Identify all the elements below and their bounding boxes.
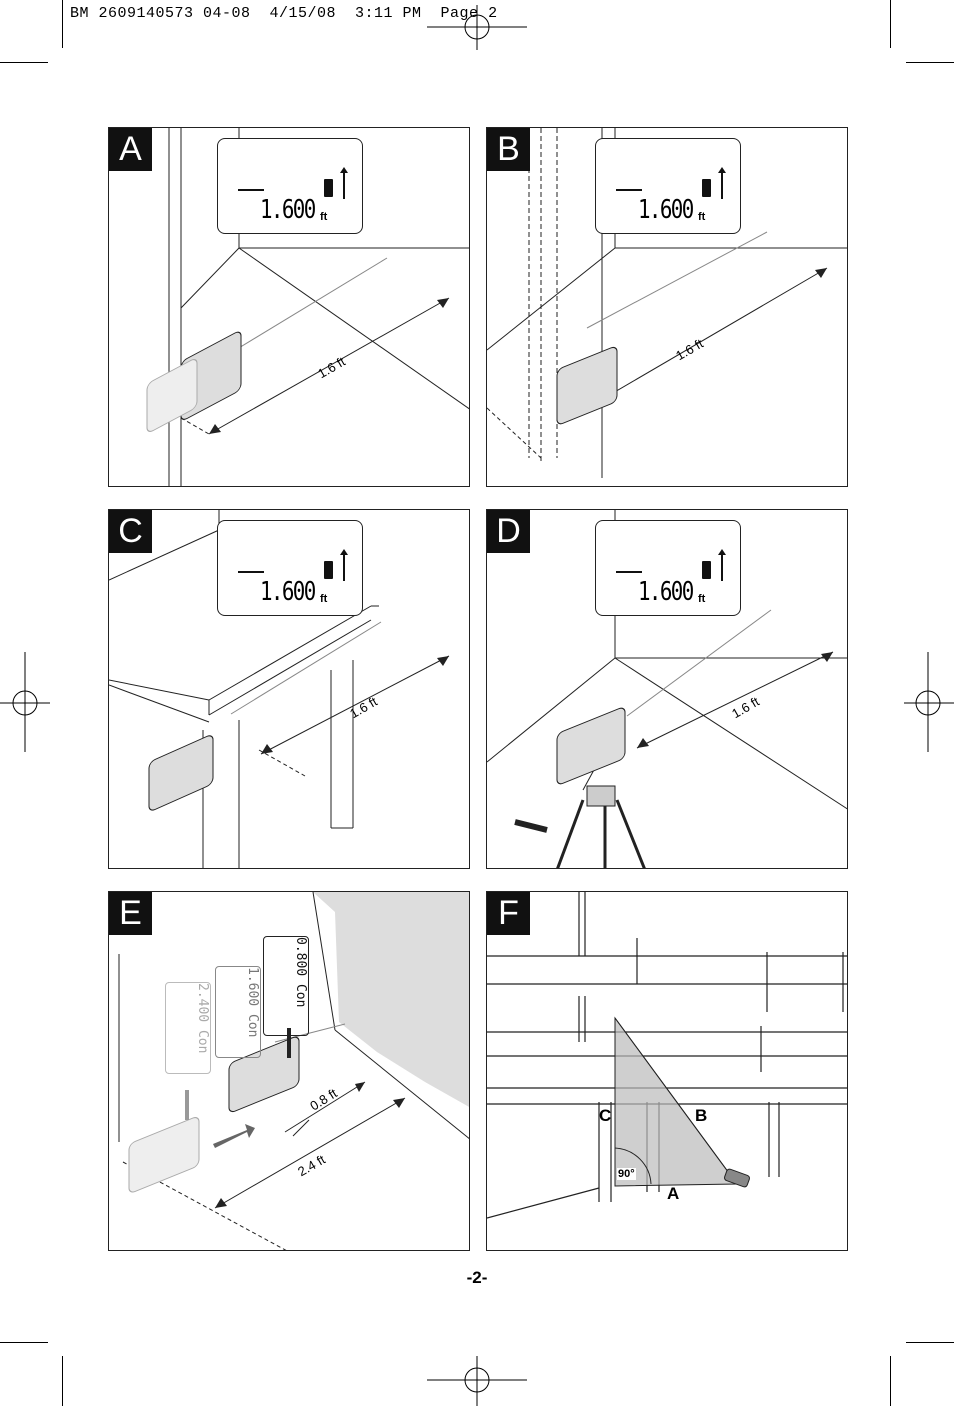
lcd-unit: ft bbox=[698, 211, 706, 223]
lcd-ghost-screen-2: 1.600 Con bbox=[215, 966, 261, 1058]
panel-label: A bbox=[109, 128, 152, 171]
measurement-arrow-icon bbox=[718, 167, 725, 199]
point-b-label: B bbox=[695, 1106, 708, 1125]
rangefinder-ghost-device bbox=[128, 1117, 200, 1193]
table-edge-illustration bbox=[109, 510, 450, 868]
page-number: -2- bbox=[466, 1268, 488, 1287]
lcd-reading: 1.600 bbox=[260, 195, 316, 225]
laser-rangefinder-device bbox=[148, 735, 214, 811]
reference-tripod-icon bbox=[702, 561, 711, 579]
point-a-label: A bbox=[667, 1184, 680, 1203]
point-c-label: C bbox=[599, 1106, 612, 1125]
crop-mark bbox=[890, 0, 891, 48]
crop-mark bbox=[0, 1342, 48, 1343]
laser-rangefinder-device bbox=[724, 1168, 750, 1188]
move-arrow-icon bbox=[213, 1124, 255, 1148]
figure-panel-f: F C B A 90° bbox=[486, 891, 848, 1251]
lcd-reading: 1.600 bbox=[638, 195, 694, 225]
lcd-current-screen: 0.800 Con bbox=[263, 936, 309, 1036]
room-corner-illustration bbox=[146, 128, 469, 486]
wall-shadow bbox=[313, 892, 469, 1107]
panel-label: E bbox=[109, 892, 152, 935]
indirect-measurement-illustration bbox=[487, 892, 847, 1219]
lcd-unit: ft bbox=[320, 211, 328, 223]
figure-panel-e: E 2.400 Con 1.600 Con 0.800 Con 0.8 ft 2… bbox=[108, 891, 470, 1251]
tripod-head bbox=[586, 785, 616, 807]
panel-label: C bbox=[109, 510, 152, 553]
panel-label: B bbox=[487, 128, 530, 171]
crop-mark bbox=[906, 1342, 954, 1343]
figure-panel-b: B 1.600 ft 1.6 ft bbox=[486, 127, 848, 487]
panel-label: D bbox=[487, 510, 530, 553]
laser-rangefinder-device bbox=[556, 346, 618, 425]
figure-panel-d: D 1.600 ft 1.6 ft bbox=[486, 509, 848, 869]
figure-panel-c: C 1.600 ft 1.6 ft bbox=[108, 509, 470, 869]
right-angle-label: 90° bbox=[617, 1168, 636, 1180]
figure-panel-a: A 1.600 ft 1.6 ft bbox=[108, 127, 470, 487]
lcd-display: 1.600 ft bbox=[217, 520, 363, 616]
reference-pin-icon bbox=[324, 561, 333, 579]
crop-mark bbox=[0, 62, 48, 63]
panel-label: F bbox=[487, 892, 530, 935]
crop-mark bbox=[906, 62, 954, 63]
crop-mark bbox=[890, 1356, 891, 1406]
lcd-unit: ft bbox=[320, 593, 328, 605]
crop-mark bbox=[62, 1356, 63, 1406]
crop-mark bbox=[62, 0, 63, 48]
laser-rangefinder-device bbox=[556, 707, 626, 785]
measurement-arrow-icon bbox=[340, 549, 347, 581]
lcd-unit: ft bbox=[698, 593, 706, 605]
lcd-ghost-screen-1: 2.400 Con bbox=[165, 982, 211, 1074]
lcd-display: 1.600 ft bbox=[595, 520, 741, 616]
measurement-arrow-icon bbox=[718, 549, 725, 581]
lcd-reading: 1.600 bbox=[260, 577, 316, 607]
lcd-display: 1.600 ft bbox=[217, 138, 363, 234]
lcd-display: 1.600 ft bbox=[595, 138, 741, 234]
laser-rangefinder-device bbox=[146, 331, 242, 432]
laser-rangefinder-device bbox=[228, 1036, 300, 1113]
reference-front-icon bbox=[702, 179, 711, 197]
tripod-illustration bbox=[487, 510, 847, 868]
reference-rear-icon bbox=[324, 179, 333, 197]
continuous-measurement-illustration bbox=[118, 892, 469, 1250]
lcd-reading: 1.600 bbox=[638, 577, 694, 607]
measurement-arrow-icon bbox=[340, 167, 347, 199]
print-slug: BM 2609140573 04-08 4/15/08 3:11 PM Page… bbox=[70, 5, 498, 22]
